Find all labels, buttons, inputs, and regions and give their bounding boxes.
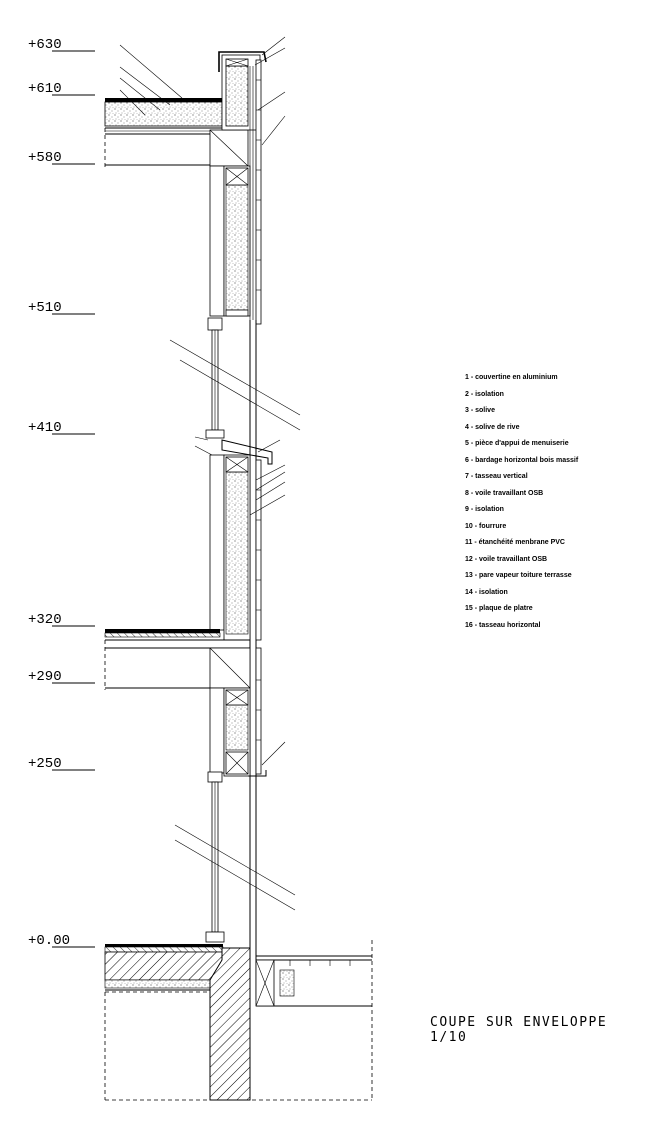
drawing-scale: 1/10 xyxy=(430,1030,468,1045)
legend-item: 13 - pare vapeur toiture terrasse xyxy=(465,572,572,579)
legend-item: 11 - étanchéité menbrane PVC xyxy=(465,539,565,546)
upper-wall xyxy=(209,59,262,325)
legend: 1 - couvertine en aluminium 2 - isolation… xyxy=(465,372,650,636)
legend-item: 2 - isolation xyxy=(465,390,504,398)
legend-item: 4 - solive de rive xyxy=(465,423,520,431)
level-label: +0.00 xyxy=(28,933,70,949)
upper-window xyxy=(169,317,301,1000)
level-label: +320 xyxy=(28,612,62,628)
legend-item: 14 - isolation xyxy=(465,588,508,596)
leader-lines xyxy=(119,36,286,766)
intermediate-floor xyxy=(104,629,251,689)
legend-item: 1 - couvertine en aluminium xyxy=(465,374,558,381)
ground-slab xyxy=(104,944,251,1101)
level-label: +610 xyxy=(28,81,62,97)
level-label: +630 xyxy=(28,37,62,53)
legend-item: 3 - solive xyxy=(465,407,495,414)
legend-item: 10 - fourrure xyxy=(465,522,507,530)
legend-item: 9 - isolation xyxy=(465,506,504,513)
level-label: +250 xyxy=(28,756,62,772)
middle-wall xyxy=(209,454,262,641)
lower-wall xyxy=(209,647,267,777)
legend-item: 15 - plaque de platre xyxy=(465,605,533,612)
level-label: +510 xyxy=(28,300,62,316)
legend-item: 6 - bardage horizontal bois massif xyxy=(465,456,579,464)
drawing-title: COUPE SUR ENVELOPPE xyxy=(430,1015,608,1030)
legend-item: 7 - tasseau vertical xyxy=(465,473,528,480)
crawl-space-beam xyxy=(255,955,372,1007)
level-label: +580 xyxy=(28,150,62,166)
level-label: +290 xyxy=(28,669,62,685)
legend-item: 16 - tasseau horizontal xyxy=(465,621,541,629)
level-markers: +630 +610 +580 +510 +410 +320 +290 +250 +0.00 xyxy=(28,37,95,949)
legend-item: 12 - voile travaillant OSB xyxy=(465,555,548,563)
parapet xyxy=(218,51,267,131)
level-label: +410 xyxy=(28,420,62,436)
legend-item: 5 - pièce d'appui de menuiserie xyxy=(465,440,569,447)
legend-item: 8 - voile travaillant OSB xyxy=(465,489,544,497)
title-block: COUPE SUR ENVELOPPE 1/10 xyxy=(430,1015,607,1045)
lower-window xyxy=(174,771,296,943)
